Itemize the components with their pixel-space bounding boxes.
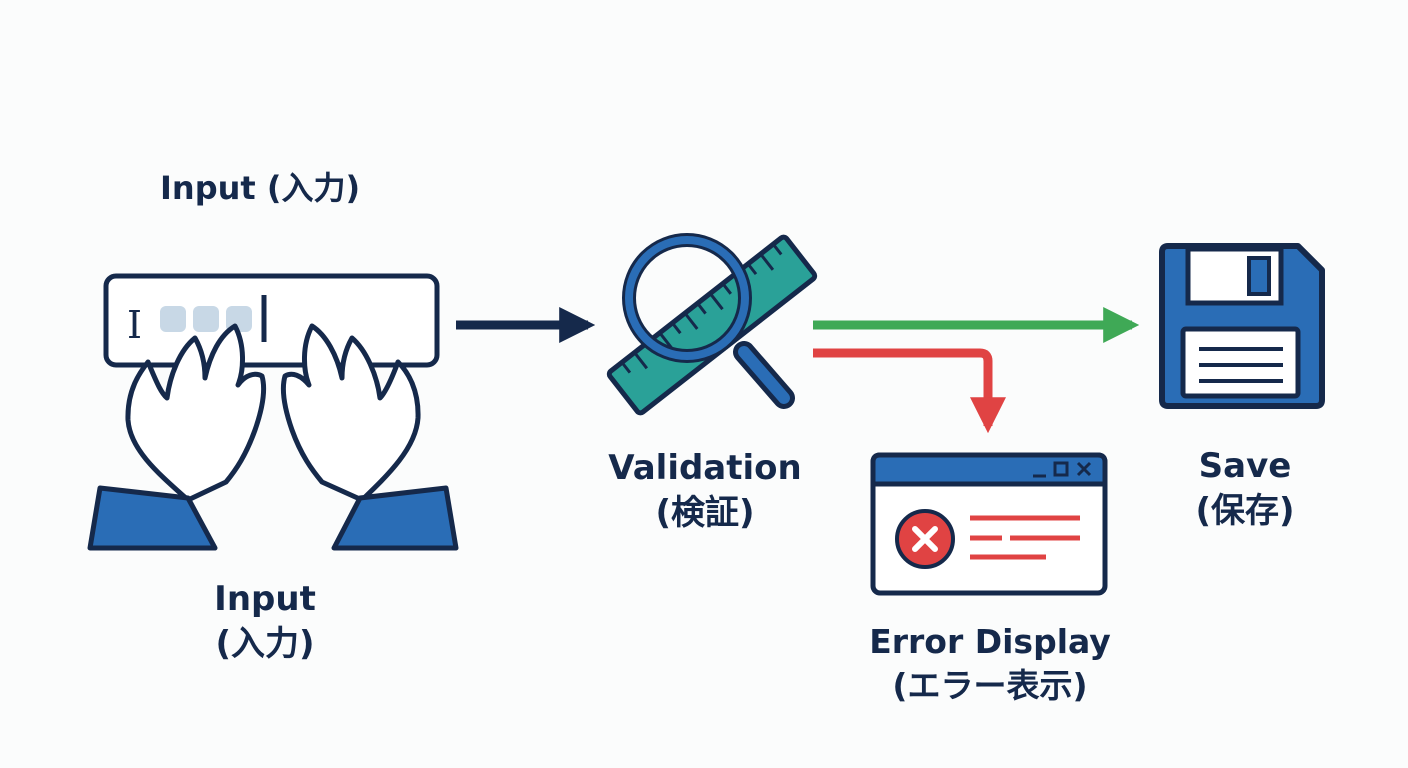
error-sub-label: (エラー表示) — [892, 665, 1088, 705]
save-sub-label: (保存) — [1195, 490, 1295, 531]
right-hand — [280, 323, 459, 551]
magnifier-ruler-icon — [606, 233, 818, 416]
cursor-glyph: I — [127, 303, 142, 347]
validation-step-label: Validation (検証) — [590, 446, 820, 536]
floppy-label — [1180, 326, 1301, 399]
typed-char-2 — [193, 306, 219, 332]
diagram-title: Input (入力) — [160, 169, 361, 207]
error-label: Error Display — [869, 622, 1111, 661]
validation-sub-label: (検証) — [655, 492, 755, 533]
error-text-lines — [970, 515, 1080, 560]
input-step-label: Input (入力) — [175, 577, 355, 667]
maximize-icon — [1053, 461, 1069, 477]
save-label: Save — [1198, 446, 1292, 486]
input-sub-label: (入力) — [215, 623, 315, 664]
validation-label: Validation — [608, 448, 802, 488]
failure-arrow — [813, 348, 1006, 434]
error-window-icon — [870, 452, 1108, 596]
typed-char-1 — [160, 306, 186, 332]
close-icon — [1076, 461, 1092, 477]
floppy-disk-icon — [1159, 243, 1325, 409]
text-input-bar — [103, 273, 440, 368]
left-hand — [87, 323, 267, 551]
error-step-label: Error Display (エラー表示) — [850, 620, 1130, 707]
keyboard-hands-icon: I — [87, 273, 459, 551]
input-label: Input — [214, 579, 316, 619]
save-step-label: Save (保存) — [1160, 444, 1330, 534]
